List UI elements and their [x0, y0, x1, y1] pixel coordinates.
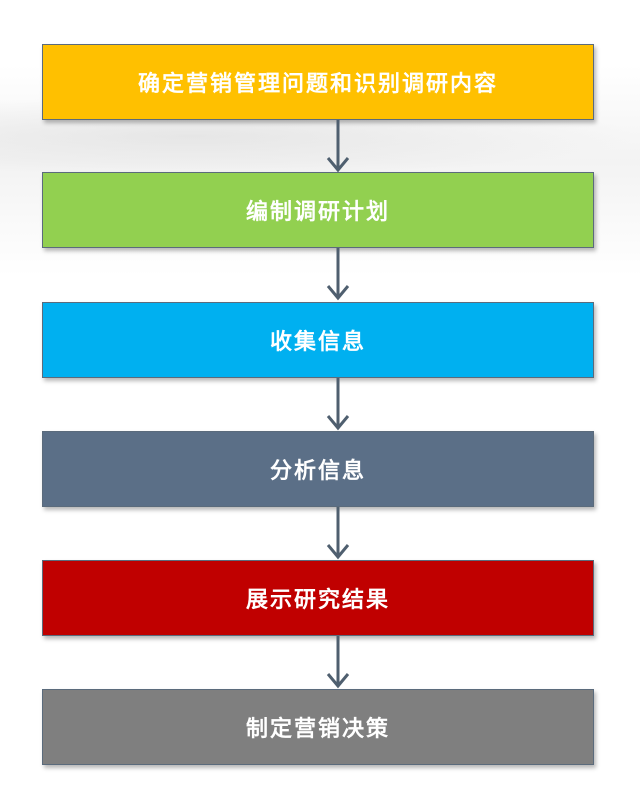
step-identify-problem: 确定营销管理问题和识别调研内容 [42, 44, 594, 120]
step-label: 展示研究结果 [245, 588, 390, 613]
step-label: 收集信息 [269, 330, 366, 355]
step-present-results: 展示研究结果 [42, 560, 594, 636]
down-arrow-icon [326, 378, 350, 431]
step-label: 制定营销决策 [245, 717, 390, 742]
step-analyze-info: 分析信息 [42, 431, 594, 507]
step-research-plan: 编制调研计划 [42, 172, 594, 248]
down-arrow-icon [326, 507, 350, 560]
down-arrow-icon [326, 120, 350, 173]
down-arrow-icon [326, 248, 350, 301]
down-arrow-icon [326, 636, 350, 689]
step-collect-info: 收集信息 [42, 302, 594, 378]
step-label: 编制调研计划 [245, 200, 390, 225]
step-marketing-decision: 制定营销决策 [42, 689, 594, 765]
step-label: 分析信息 [269, 459, 366, 484]
step-label: 确定营销管理问题和识别调研内容 [137, 72, 498, 97]
